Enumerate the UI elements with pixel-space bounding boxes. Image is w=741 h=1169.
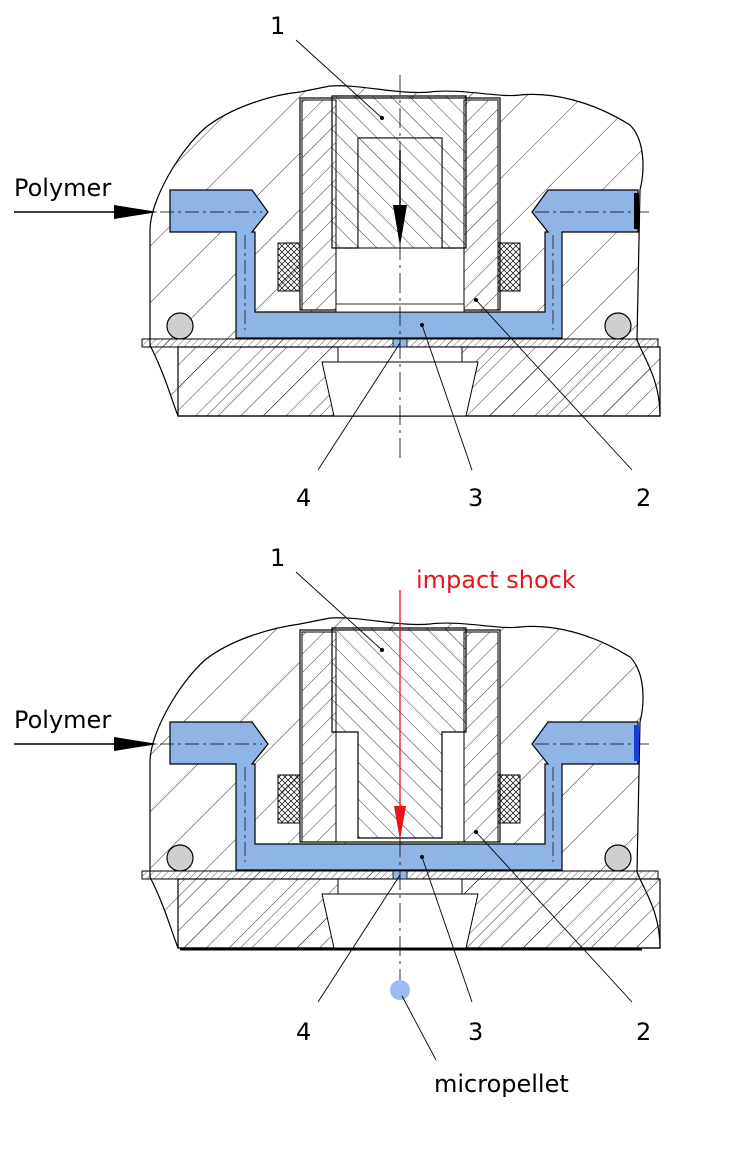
top-input-arrow [114, 205, 158, 219]
bottom-seal-right [497, 774, 521, 824]
bottom-input-arrow [114, 737, 158, 751]
micropellet-icon [390, 980, 410, 1000]
top-sleeve-right [463, 99, 499, 311]
bottom-callout-4: 4 [296, 1018, 311, 1046]
bottom-figure: impact shock Polymer micropellet 1 4 3 2 [14, 544, 661, 1098]
top-seal-left [277, 242, 301, 292]
top-seal-right [497, 242, 521, 292]
top-oring-right [604, 312, 632, 340]
top-sleeve-left [301, 99, 337, 311]
top-polymer-channel [169, 189, 639, 339]
bottom-sleeve-right [463, 631, 499, 843]
bottom-callout-1: 1 [270, 544, 285, 572]
top-oring-left [166, 312, 194, 340]
top-plug-right [634, 193, 639, 229]
bottom-callout-3: 3 [468, 1018, 483, 1046]
bottom-seal-left [277, 774, 301, 824]
bottom-plug-right [634, 725, 639, 761]
top-input-label: Polymer [14, 174, 111, 202]
bottom-input-label: Polymer [14, 706, 111, 734]
top-motion-arrow [393, 205, 407, 246]
bottom-polymer-channel [169, 721, 639, 871]
bottom-sleeve-left [301, 631, 337, 843]
top-callout-3: 3 [468, 484, 483, 512]
top-callout-2: 2 [636, 484, 651, 512]
bottom-oring-left [166, 844, 194, 872]
bottom-shock-label: impact shock [416, 566, 576, 594]
top-figure: Polymer 1 4 3 2 [14, 12, 661, 512]
bottom-punch [331, 627, 467, 839]
top-callout-1: 1 [270, 12, 285, 40]
bottom-callout-2: 2 [636, 1018, 651, 1046]
bottom-shock-arrow [394, 806, 406, 840]
top-callout-4: 4 [296, 484, 311, 512]
bottom-output-label: micropellet [434, 1070, 569, 1098]
bottom-oring-right [604, 844, 632, 872]
